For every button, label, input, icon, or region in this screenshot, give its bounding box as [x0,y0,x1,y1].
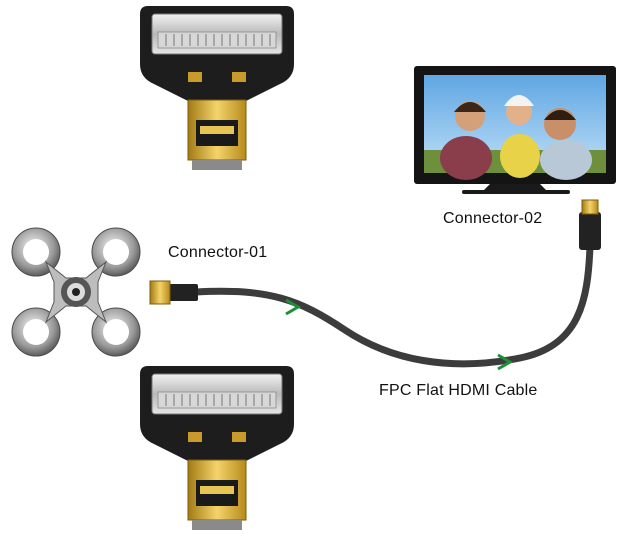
hdmi-plug-icon [579,199,601,250]
connector-01-label: Connector-01 [168,244,268,261]
quadcopter-drone-icon [11,227,141,357]
arrow-right-icon [285,298,301,316]
connector-02-label: Connector-02 [443,210,543,227]
tv-monitor-icon [414,66,616,194]
arrow-right-icon [497,353,513,371]
fpc-to-micro-hdmi-adapter-icon [139,365,295,531]
cable-label: FPC Flat HDMI Cable [379,382,538,399]
micro-hdmi-plug-icon [149,280,198,305]
fpc-to-micro-hdmi-adapter-icon [139,5,295,171]
fpc-flat-hdmi-cable [192,242,594,368]
